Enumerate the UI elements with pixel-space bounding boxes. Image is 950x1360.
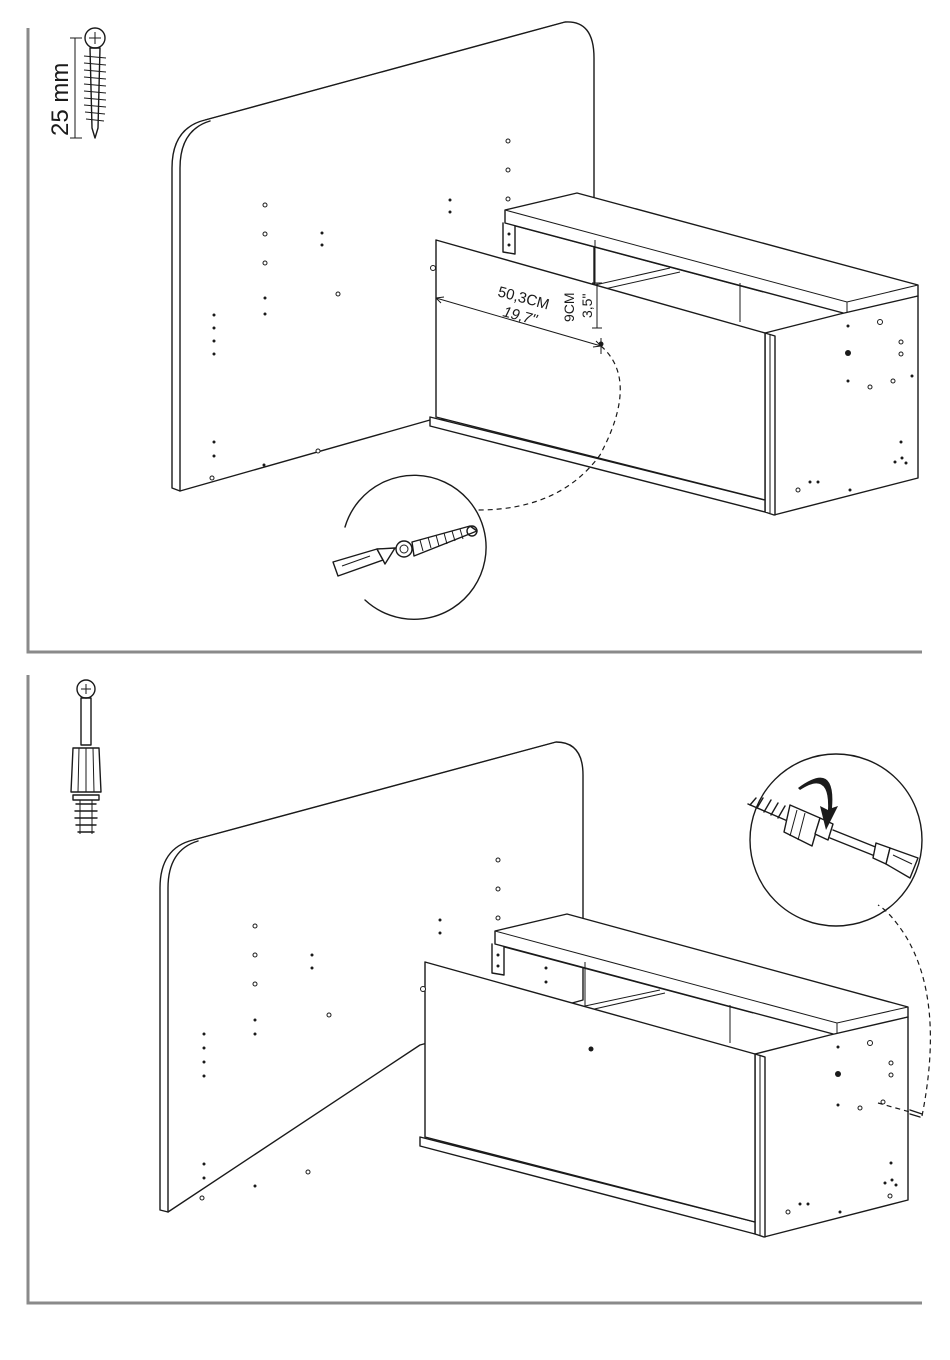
screwdriver-icon bbox=[830, 830, 918, 878]
wood-screw-icon bbox=[396, 526, 477, 557]
cam-bolt-icon bbox=[748, 798, 833, 846]
cam-bolt-tip bbox=[910, 1110, 922, 1117]
step-2-panel bbox=[28, 675, 930, 1303]
height-in-label: 3,5" bbox=[579, 294, 595, 318]
step-1-panel: 25 mm bbox=[28, 22, 922, 652]
magnifier-callout-icon bbox=[748, 754, 922, 926]
wood-screw-icon bbox=[70, 28, 106, 138]
magnifier-callout-icon bbox=[333, 475, 486, 619]
height-cm-label: 9CM bbox=[561, 292, 577, 322]
cam-bolt-icon bbox=[71, 680, 101, 834]
screwdriver-icon bbox=[333, 548, 395, 576]
screw-length-label: 25 mm bbox=[47, 63, 74, 136]
